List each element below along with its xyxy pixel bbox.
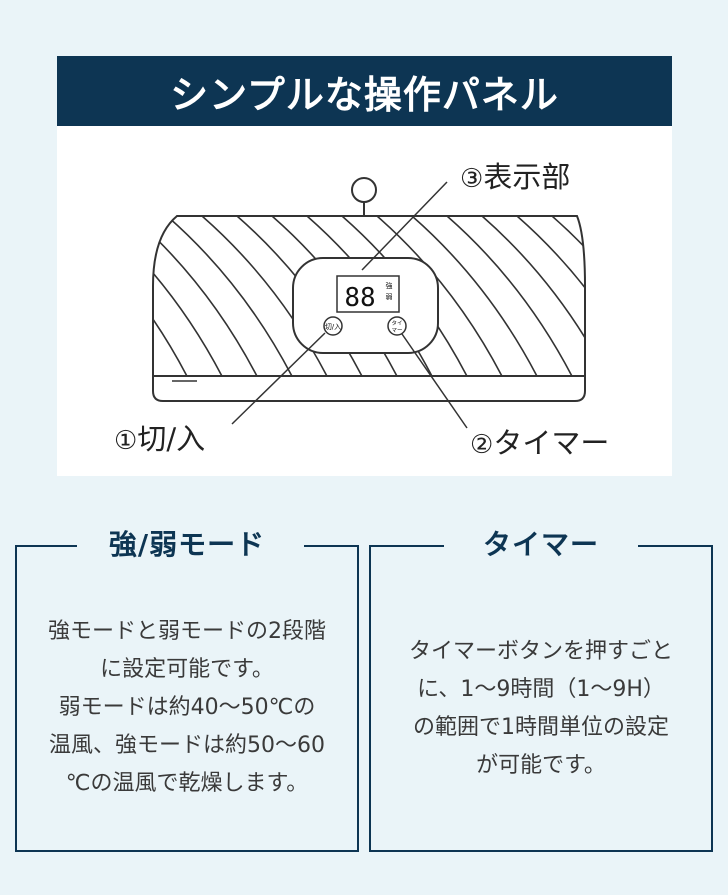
display-side-bottom: 弱 — [386, 293, 393, 301]
callout-timer-label: タイマー — [493, 426, 610, 460]
display-digits: 88 — [344, 283, 375, 313]
banner-title: シンプルな操作パネル — [57, 56, 672, 126]
mode-text-line: に設定可能です。 — [100, 657, 274, 682]
callout-display-number: ③ — [460, 164, 484, 194]
timer-button[interactable]: タイ マー — [387, 316, 407, 336]
callout-timer-number: ② — [470, 430, 494, 460]
timer-panel: タイマー タイマーボタンを押すごと に、1～9時間（1～9H） の範囲で1時間単… — [369, 528, 713, 852]
timer-button-label-bottom: マー — [391, 327, 402, 334]
leader-line-power — [231, 332, 326, 425]
display-side-top: 強 — [386, 282, 393, 290]
callout-timer: ②タイマー — [470, 420, 609, 462]
power-button-label: 切/入 — [325, 323, 341, 331]
device-base — [152, 375, 586, 402]
display-screen — [336, 275, 400, 313]
timer-text-line: の範囲で1時間単位の設定 — [413, 715, 669, 740]
product-card: シンプルな操作パネル — [57, 56, 672, 476]
timer-text-line: が可能です。 — [476, 753, 606, 778]
callout-power-label: 切/入 — [137, 422, 206, 456]
mode-panel-heading: 強/弱モード — [108, 528, 266, 561]
mode-text-line: 温風、強モードは約50～60 — [49, 733, 325, 758]
callout-power-number: ① — [114, 426, 138, 456]
timer-text-line: に、1～9時間（1～9H） — [417, 677, 665, 702]
callout-display-label: 表示部 — [483, 160, 571, 194]
timer-panel-heading: タイマー — [482, 528, 599, 561]
timer-button-label-top: タイ — [391, 319, 402, 327]
timer-text-line: タイマーボタンを押すごと — [408, 639, 673, 664]
mode-panel: 強/弱モード 強モードと弱モードの2段階 に設定可能です。 弱モードは約40～5… — [15, 528, 359, 852]
mode-text-line: 強モードと弱モードの2段階 — [48, 619, 326, 644]
mode-text-line: ℃の温風で乾燥します。 — [65, 771, 309, 796]
callout-power: ①切/入 — [114, 416, 205, 458]
callout-display: ③表示部 — [460, 154, 570, 196]
top-knob — [351, 177, 377, 216]
leader-line-display — [361, 181, 448, 271]
power-button[interactable]: 切/入 — [323, 316, 343, 336]
device-illustration: 88 強 弱 切/入 タイ マー — [152, 177, 586, 429]
mode-text-line: 弱モードは約40～50℃の — [58, 695, 316, 720]
leader-line-timer — [401, 333, 468, 429]
